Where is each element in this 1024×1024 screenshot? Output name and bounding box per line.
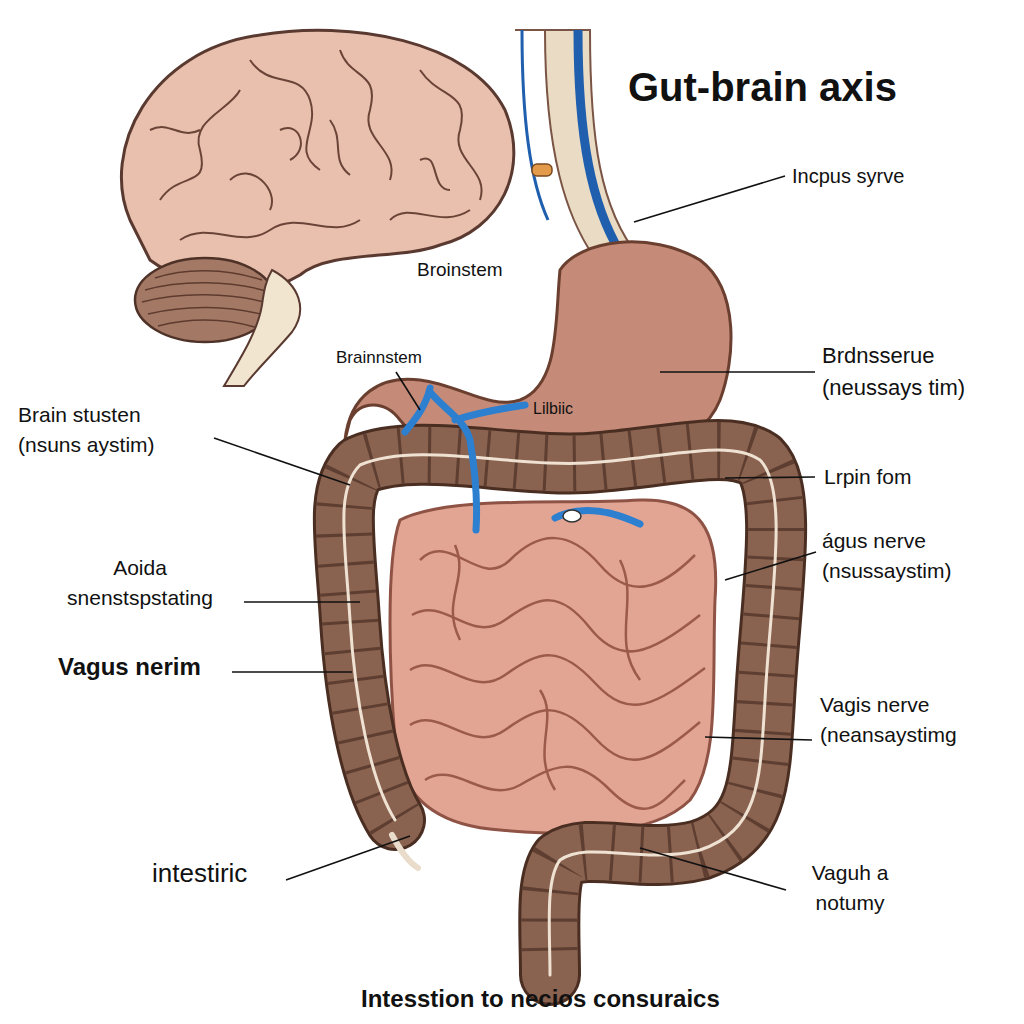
brain: [121, 30, 513, 289]
diagram-caption: Intesstion to necios consuraics: [361, 982, 720, 1017]
small-intestine: [390, 500, 716, 833]
part-label: águs nerve (nsussaystim): [822, 526, 1002, 587]
brainstem: [224, 270, 300, 386]
nerve-ganglion: [563, 510, 581, 522]
cerebellum-folia: [142, 271, 272, 328]
part-label: Brdnsserue (neussays tim): [822, 340, 997, 404]
part-label: Lrpin fom: [824, 462, 912, 492]
brain-gyri: [150, 50, 482, 240]
part-label: Vaguh a notumy: [790, 858, 910, 919]
nerve-node: [532, 164, 552, 176]
part-label: Lilbiic: [533, 397, 573, 420]
diagram-title: Gut-brain axis: [628, 58, 897, 116]
part-label: Brainnstem: [336, 346, 422, 371]
part-label: intestiric: [152, 855, 247, 893]
esophagus-vessel-left: [522, 30, 548, 220]
esophagus-vessel: [578, 30, 620, 252]
intestine-coils: [410, 538, 705, 809]
large-intestine: [344, 450, 776, 975]
part-label: Vagus nerim: [58, 650, 201, 685]
part-label: Broinstem: [417, 256, 503, 284]
vagus-nerve: [405, 388, 640, 530]
part-label: Vagis nerve (neansaystimg: [820, 690, 1015, 751]
part-label: Brain stusten (nsuns aystim): [18, 400, 208, 461]
esophagus: [515, 30, 640, 265]
part-label: Incpus syrve: [792, 162, 904, 191]
leader-lines: [214, 176, 816, 890]
part-label: Aoida snenstspstating: [40, 553, 240, 614]
appendix: [392, 835, 418, 868]
